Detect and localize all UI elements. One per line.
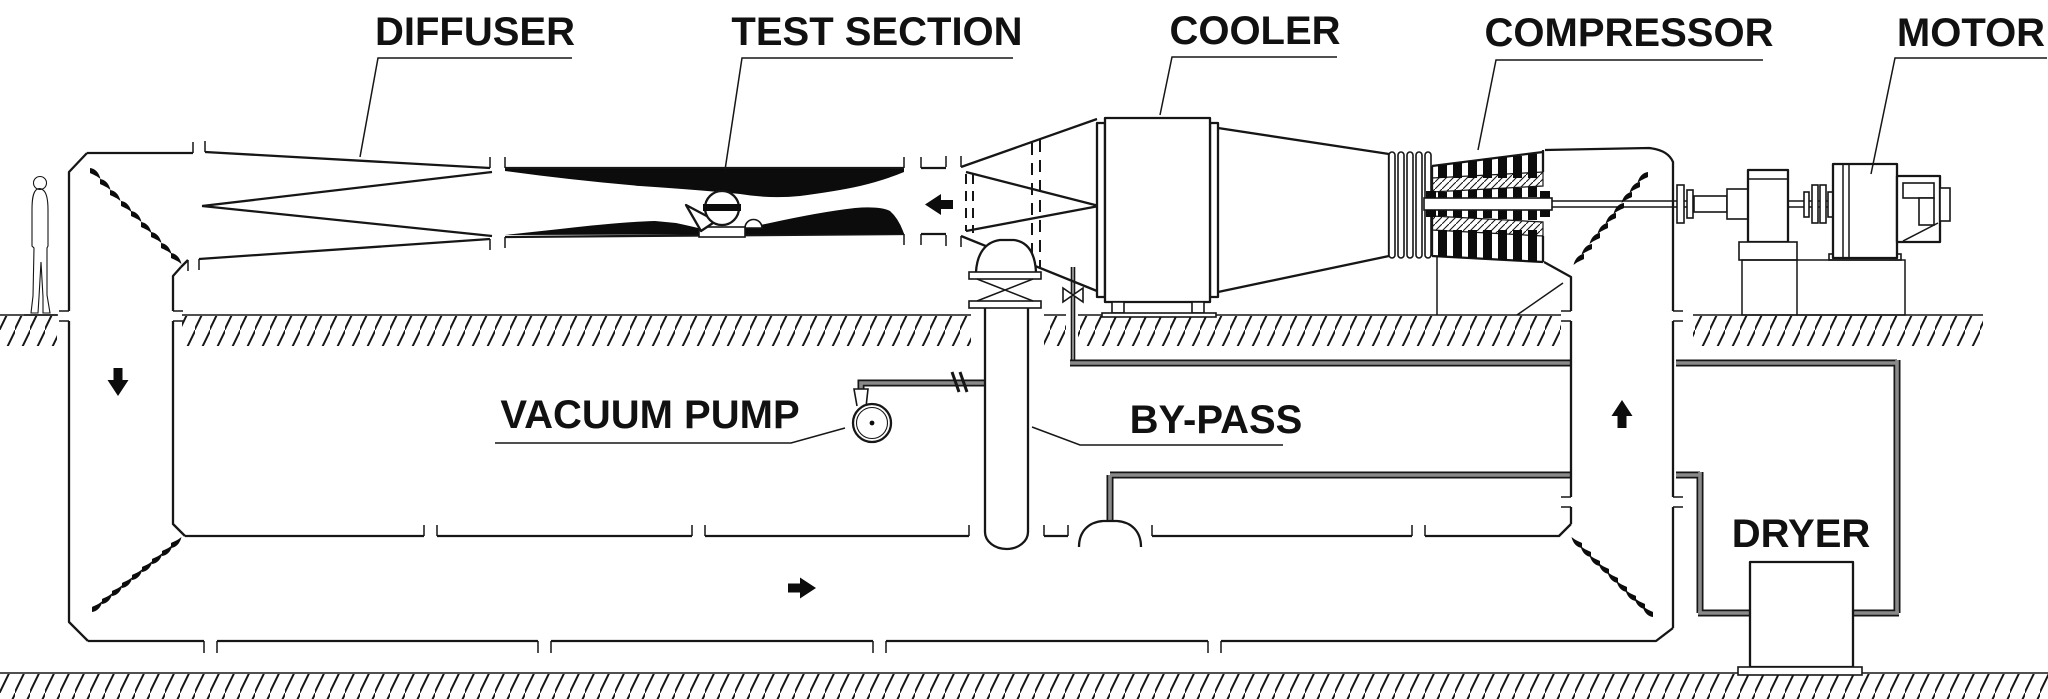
motor-assembly — [1552, 162, 1951, 316]
flow-arrow-up — [1611, 400, 1633, 428]
compressor-support — [1436, 256, 1564, 316]
turning-vanes-top-right — [1573, 172, 1648, 265]
nozzle-block-bottom — [505, 207, 904, 235]
turning-vanes-bottom-right — [1571, 537, 1653, 617]
flange-ticks — [59, 141, 1683, 653]
test-section — [505, 169, 904, 238]
ground-hatching-upper — [0, 314, 1983, 346]
label-bypass: BY-PASS — [1130, 398, 1303, 442]
tunnel-circuit-walls — [59, 117, 1683, 653]
motor-leader-line — [1870, 57, 2047, 175]
label-dryer: DRYER — [1732, 512, 1871, 556]
label-motor: MOTOR — [1897, 11, 2045, 55]
bypass-valve — [976, 278, 1034, 302]
diffuser-section — [201, 170, 493, 238]
flow-arrow-right — [788, 577, 816, 599]
screen-station-1 — [965, 174, 974, 233]
nozzle-block-top — [505, 169, 904, 198]
compressor-hub — [1423, 197, 1553, 211]
cooler-exit-cone — [1217, 126, 1391, 294]
vacuum-pump-leader-line — [495, 427, 846, 444]
test-section-leader-line — [724, 57, 1013, 171]
label-compressor: COMPRESSOR — [1485, 11, 1774, 55]
model-sting — [684, 203, 718, 233]
cooler-assembly — [1095, 116, 1391, 318]
label-test-section: TEST SECTION — [731, 10, 1022, 54]
return-duct-bell — [1077, 519, 1143, 548]
drain-valve-icon — [1062, 286, 1084, 304]
bellows-coupling — [1388, 151, 1432, 259]
flow-arrow-down — [107, 368, 129, 396]
flow-arrow-left — [925, 194, 953, 215]
label-cooler: COOLER — [1169, 9, 1340, 53]
turning-vanes-top-left — [90, 168, 182, 264]
screen-station-2 — [1031, 140, 1041, 268]
turning-vanes-bottom-left — [92, 537, 182, 612]
bypass-leader-line — [1031, 426, 1283, 446]
bypass-inlet-dome — [974, 238, 1038, 273]
person-figure — [24, 175, 58, 316]
label-diffuser: DIFFUSER — [375, 10, 575, 54]
cooler-box — [1103, 116, 1212, 304]
labels: DIFFUSER TEST SECTION COOLER COMPRESSOR … — [359, 9, 2047, 556]
bypass-duct — [983, 308, 1030, 551]
settling-chamber — [965, 140, 1100, 268]
vacuum-pump-symbol — [851, 388, 893, 444]
dryer-pipework — [857, 267, 1901, 617]
compressor-leader-line — [1477, 59, 1763, 151]
bypass-branch — [968, 238, 1143, 551]
diffuser-leader-line — [359, 57, 572, 158]
label-vacuum-pump: VACUUM PUMP — [500, 393, 799, 437]
cooler-leader-line — [1159, 56, 1337, 116]
ground-hatching-lower — [0, 672, 2048, 699]
flow-arrows — [107, 194, 1633, 599]
pipe-valve-icon — [950, 371, 969, 393]
compressor-blade-rows — [1438, 154, 1537, 262]
compressor-assembly — [1423, 150, 1564, 316]
dryer-box — [1737, 560, 1863, 676]
model-support-base — [698, 226, 746, 238]
bearing-pedestal — [1746, 168, 1790, 244]
model-wing-bar — [703, 204, 741, 211]
machine-foundation — [1741, 259, 1906, 316]
